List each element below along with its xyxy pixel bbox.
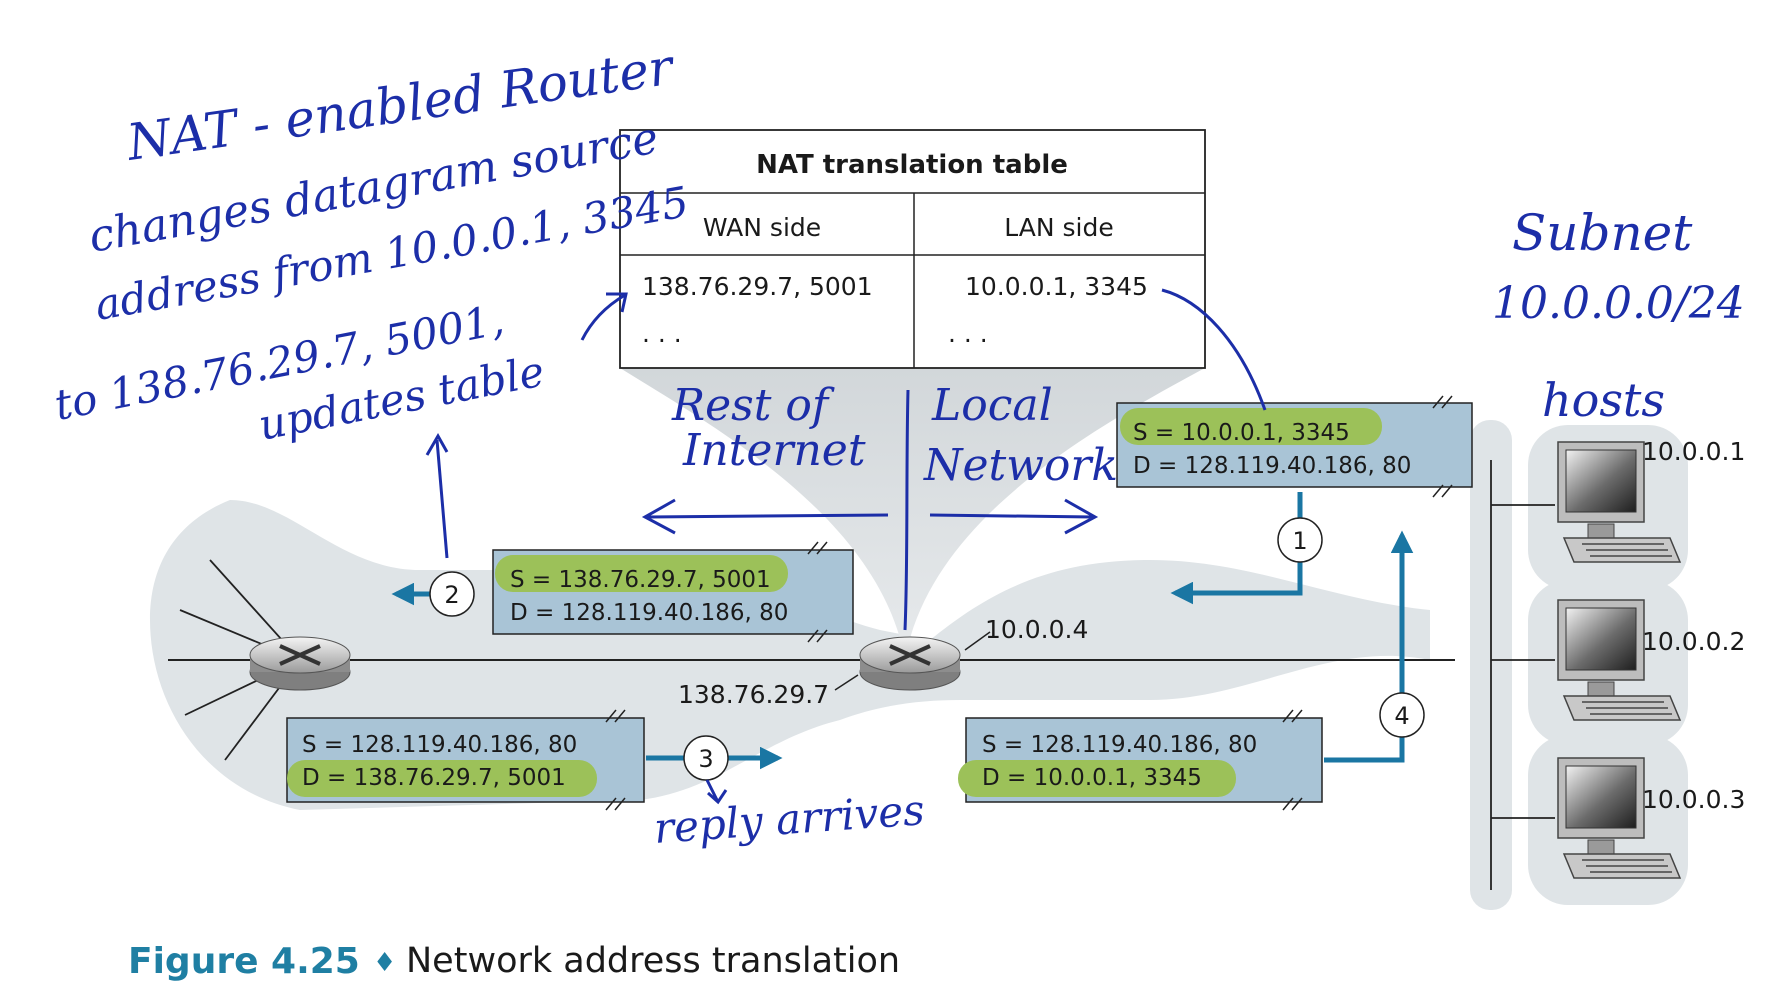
step-3-marker: 3 [683,735,729,781]
lan-side-ellipsis: . . . [948,319,988,348]
rest-of-internet-line-1: Rest of [671,380,835,431]
step-1-marker: 1 [1277,517,1323,563]
host-1-computer-icon [1557,441,1682,563]
subnet-address: 10.0.0.0/24 [1492,278,1745,329]
packet-4: S = 128.119.40.186, 80 D = 10.0.0.1, 334… [958,709,1323,811]
step-3-label: 3 [698,745,713,773]
step-2-marker: 2 [429,571,475,617]
router-lan-pointer [964,631,991,651]
lan-side-header: LAN side [1004,213,1113,242]
router-lan-address: 10.0.0.4 [985,615,1088,644]
note-to-table-arrow [580,292,628,341]
host-links [1490,460,1555,890]
reply-pointer-ink [705,779,728,805]
reply-arrives-note: reply arrives [652,785,926,853]
local-network-arrow [929,498,1099,535]
figure-caption: Figure 4.25 ♦ Network address translatio… [128,941,900,982]
router-wan-pointer [834,674,859,691]
packet-1: S = 10.0.0.1, 3345 D = 128.119.40.186, 8… [1116,395,1473,498]
host-2-computer-icon [1557,599,1682,721]
nat-router-icon [859,636,961,691]
packet-2-source-highlight [495,555,788,592]
step-1-label: 1 [1292,527,1307,555]
hosts-label: hosts [1542,373,1665,427]
flow-arrow-4 [1324,530,1414,763]
wan-side-ellipsis: . . . [642,319,682,348]
nat-translation-table: NAT translation table WAN side LAN side … [619,129,1206,369]
packet-2-destination: D = 128.119.40.186, 80 [510,600,788,626]
local-network-line-2: Network [923,440,1118,491]
note-from-packet-arrow [425,432,449,559]
host-3-computer-icon [1557,757,1682,879]
step-4-label: 4 [1394,702,1409,730]
packet-1-destination: D = 128.119.40.186, 80 [1133,453,1411,479]
packet-3-destination-highlight [287,760,597,797]
wan-router-icon [249,636,351,691]
table-to-packet-ink [1161,288,1267,411]
packet-1-source: S = 10.0.0.1, 3345 [1133,420,1350,446]
wan-side-entry: 138.76.29.7, 5001 [642,272,873,301]
packet-1-source-highlight [1120,408,1382,445]
packet-4-destination-highlight [958,760,1236,797]
figure-number: Figure 4.25 [128,941,360,982]
packet-4-destination: D = 10.0.0.1, 3345 [982,765,1202,791]
step-4-marker: 4 [1379,692,1425,738]
local-network-line-1: Local [931,380,1053,431]
rest-of-internet-line-2: Internet [682,425,866,476]
nat-table-title: NAT translation table [756,150,1068,180]
caption-separator: ♦ [373,948,396,978]
packet-2: S = 138.76.29.7, 5001 D = 128.119.40.186… [492,541,854,643]
packet-4-source: S = 128.119.40.186, 80 [982,732,1257,758]
table-funnel [620,368,1205,660]
host-1-address: 10.0.0.1 [1642,437,1745,466]
rest-of-internet-arrow [641,498,889,535]
host-3-address: 10.0.0.3 [1642,785,1745,814]
figure-title: Network address translation [406,941,900,981]
lan-side-entry: 10.0.0.1, 3345 [965,272,1148,301]
packet-3: S = 128.119.40.186, 80 D = 138.76.29.7, … [286,709,645,811]
subnet-label: Subnet [1512,204,1693,262]
packet-2-source: S = 138.76.29.7, 5001 [510,567,771,593]
router-wan-address: 138.76.29.7 [678,680,829,709]
packet-3-source: S = 128.119.40.186, 80 [302,732,577,758]
step-2-label: 2 [444,581,459,609]
wan-lan-divider [903,389,910,631]
packet-3-destination: D = 138.76.29.7, 5001 [302,765,566,791]
wan-side-header: WAN side [703,213,821,242]
host-2-address: 10.0.0.2 [1642,627,1745,656]
